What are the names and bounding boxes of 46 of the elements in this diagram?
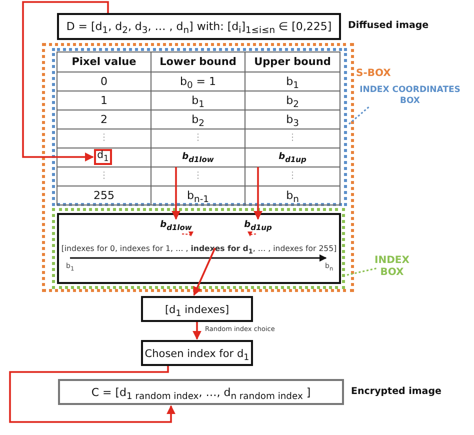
arrow	[9, 366, 176, 423]
box-text: [d$_{1}$ indexes]	[164, 303, 230, 322]
box-heading: INDEX BOX	[374, 255, 410, 279]
table-value: b$_{1}$	[190, 93, 206, 109]
process-box	[141, 340, 253, 366]
table-value: ⋮	[287, 170, 298, 183]
table-value: b$_{n-1}$	[186, 188, 210, 204]
table-value: b$_{1}$	[285, 74, 300, 90]
table-value: ⋮	[192, 170, 204, 183]
table-value: b$_{n}$	[285, 188, 300, 204]
table-value: 2	[100, 112, 108, 128]
box-text: d$_{1}$	[97, 150, 109, 164]
arrow	[182, 231, 193, 236]
table-value: b$_{0}$ = 1	[178, 74, 218, 90]
arrow	[193, 248, 216, 296]
arrow	[192, 322, 202, 340]
table-value: b$_{2}$	[190, 112, 206, 128]
box-text: D = [d$_{1}$, d$_{2}$, d$_{3}$, … , d$_{n}$] with: [d$_{i}$]$_{1≤i≤n}$ ∈ [0,225]	[66, 19, 332, 38]
table-value: b$_{2}$	[285, 93, 300, 109]
arrow	[172, 167, 180, 220]
bound-label: b$_{d1up}$	[278, 152, 306, 164]
side-caption: Encrypted image	[351, 386, 442, 397]
table-value: ⋮	[192, 132, 204, 145]
arrow	[22, 1, 109, 162]
table-value: ⋮	[287, 132, 298, 145]
bound-label: b$_{d1low}$	[182, 152, 214, 164]
bound-label: b$_{d1up}$	[244, 220, 272, 232]
box-text: C = [d$_{1 random index}$, …, d$_{n random index}$ ]	[91, 385, 311, 404]
box-text: Chosen index for d$_{1}$	[144, 347, 250, 366]
side-caption: Diffused image	[348, 20, 429, 31]
table-value: 255	[92, 188, 116, 204]
column-header: Lower bound	[158, 55, 238, 70]
process-box	[141, 296, 253, 322]
table-value: ⋮	[98, 170, 110, 183]
box-heading: INDEX COORDINATES BOX	[358, 85, 462, 107]
arrow	[254, 167, 262, 220]
table-value	[94, 149, 112, 165]
column-header: Upper bound	[253, 55, 332, 70]
table-value: b$_{3}$	[285, 112, 300, 128]
column-header: Pixel value	[70, 55, 138, 70]
box-heading: S-BOX	[356, 68, 391, 79]
table-value: 1	[100, 93, 108, 109]
arrow	[248, 231, 256, 236]
table-value: 0	[100, 74, 108, 90]
bound-label: b$_{d1low}$	[160, 220, 192, 232]
table-value: ⋮	[98, 132, 110, 145]
